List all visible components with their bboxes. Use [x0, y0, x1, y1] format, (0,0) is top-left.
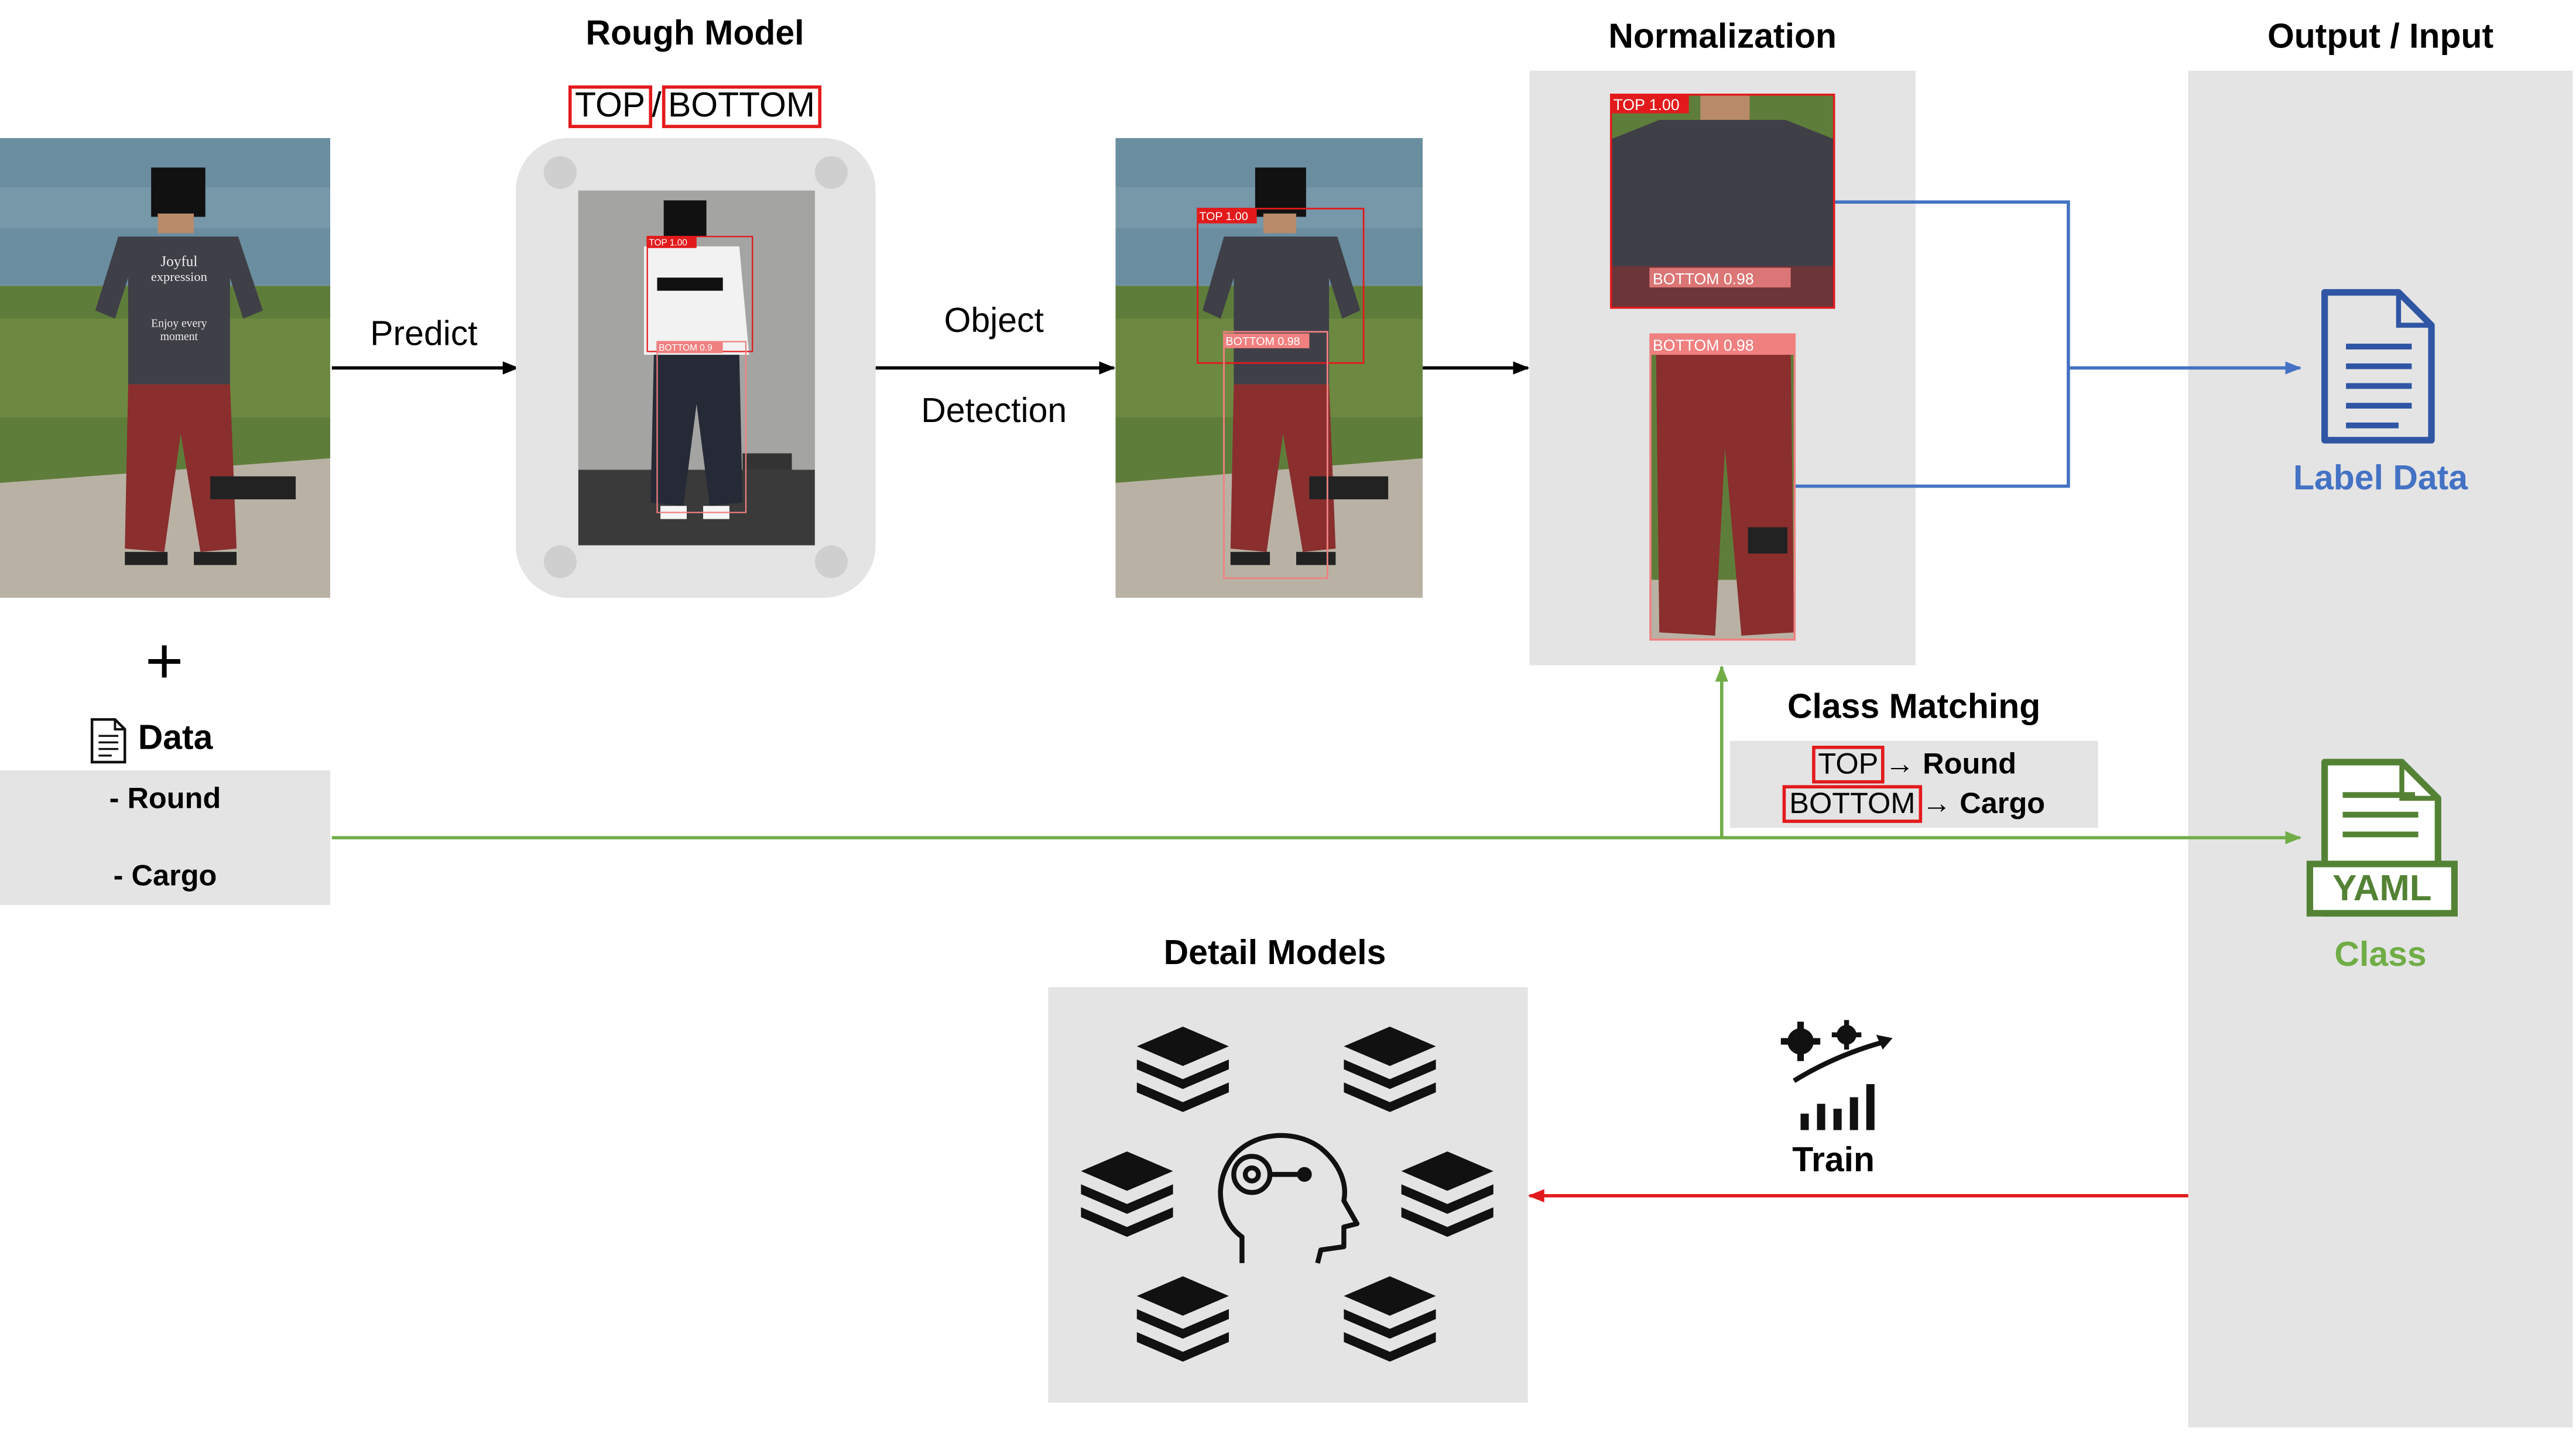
- crop-bottom-label: BOTTOM 0.98: [1653, 337, 1754, 354]
- ai-head-icon: [1218, 1133, 1360, 1264]
- rough-model-photo: TOP 1.00 BOTTOM 0.9: [578, 190, 815, 546]
- rough-model-device: TOP 1.00 BOTTOM 0.9: [516, 138, 876, 598]
- shirt-print-3: Enjoy every: [151, 317, 207, 330]
- output-input-panel: [2188, 70, 2573, 1428]
- match-target-cargo: Cargo: [1960, 787, 2046, 820]
- match-arrow-1: →: [1885, 747, 1915, 780]
- data-title: Data: [138, 719, 213, 757]
- rough-model-title: Rough Model: [585, 15, 804, 53]
- normalized-crop-bottom: BOTTOM 0.98: [1649, 333, 1796, 641]
- class-matching-row-2: BOTTOM→ Cargo: [1730, 785, 2098, 823]
- device-screw-br: [814, 545, 848, 578]
- document-icon: [90, 718, 126, 764]
- rough-model-classes: TOP/BOTTOM: [530, 85, 859, 129]
- train-gears-chart-icon: [1780, 1020, 1893, 1130]
- class-matching-title: Class Matching: [1787, 688, 2041, 726]
- gear-small-icon: [1831, 1020, 1862, 1050]
- match-class-bottom: BOTTOM: [1783, 785, 1922, 823]
- device-screw-tr: [814, 156, 848, 189]
- data-item-cargo: - Cargo: [113, 859, 217, 892]
- class-tag-bottom: BOTTOM: [661, 85, 822, 129]
- gear-icon: [1780, 1021, 1821, 1061]
- match-class-top: TOP: [1811, 745, 1885, 784]
- device-screw-tl: [543, 156, 577, 189]
- label-data-file-icon: [2321, 289, 2435, 444]
- output-input-title: Output / Input: [2267, 18, 2494, 56]
- data-header: Data: [82, 716, 263, 765]
- model-stack-icon-1: [1136, 1026, 1229, 1112]
- model-stack-icon-2: [1344, 1026, 1436, 1112]
- match-target-round: Round: [1923, 747, 2017, 780]
- normalized-crop-top: TOP 1.00 BOTTOM 0.98: [1609, 93, 1835, 309]
- class-tag-top: TOP: [568, 85, 652, 129]
- rough-box-top-label: TOP 1.00: [649, 238, 687, 248]
- detail-models-panel: [1048, 987, 1528, 1403]
- detection-photo: TOP 1.00 BOTTOM 0.98: [1115, 138, 1423, 598]
- shirt-print-2: expression: [151, 269, 207, 284]
- crop-top-label: TOP 1.00: [1614, 96, 1680, 114]
- class-label: Class: [2334, 936, 2427, 975]
- detection-box-bottom-label: BOTTOM 0.98: [1225, 335, 1300, 348]
- detail-models-title: Detail Models: [1163, 934, 1386, 973]
- class-matching-row-1: TOP→ Round: [1730, 745, 2098, 784]
- object-detection-label-2: Detection: [921, 392, 1067, 431]
- detail-models-graphic: [1081, 1026, 1493, 1362]
- model-stack-icon-4: [1401, 1151, 1493, 1237]
- blue-connector-top: [1835, 200, 2070, 368]
- train-label: Train: [1792, 1141, 1875, 1179]
- predict-label: Predict: [370, 315, 478, 354]
- crop-top-inner-label: BOTTOM 0.98: [1653, 270, 1754, 287]
- class-matching-panel: [1729, 740, 2098, 828]
- yaml-badge: YAML: [2332, 867, 2432, 908]
- yaml-file-icon: [2306, 759, 2458, 917]
- class-separator: /: [652, 87, 662, 125]
- input-photo: Joyful expression Enjoy every moment: [0, 138, 331, 598]
- model-stack-icon-5: [1136, 1276, 1229, 1362]
- model-stack-icon-6: [1344, 1276, 1436, 1362]
- rough-box-bottom-label: BOTTOM 0.9: [659, 343, 712, 353]
- label-data-label: Label Data: [2293, 459, 2468, 498]
- plus-sign: +: [145, 626, 184, 698]
- blue-connector-bottom: [1796, 368, 2070, 488]
- model-stack-icon-3: [1081, 1151, 1173, 1237]
- normalization-title: Normalization: [1608, 18, 1837, 56]
- data-items-panel: [0, 770, 331, 906]
- object-detection-label-1: Object: [944, 302, 1044, 340]
- match-arrow-2: →: [1921, 787, 1952, 820]
- data-item-round: - Round: [109, 781, 221, 815]
- shirt-print-1: Joyful: [160, 253, 197, 270]
- detection-box-top-label: TOP 1.00: [1199, 210, 1248, 223]
- shirt-print-4: moment: [160, 330, 198, 343]
- device-screw-bl: [543, 545, 577, 578]
